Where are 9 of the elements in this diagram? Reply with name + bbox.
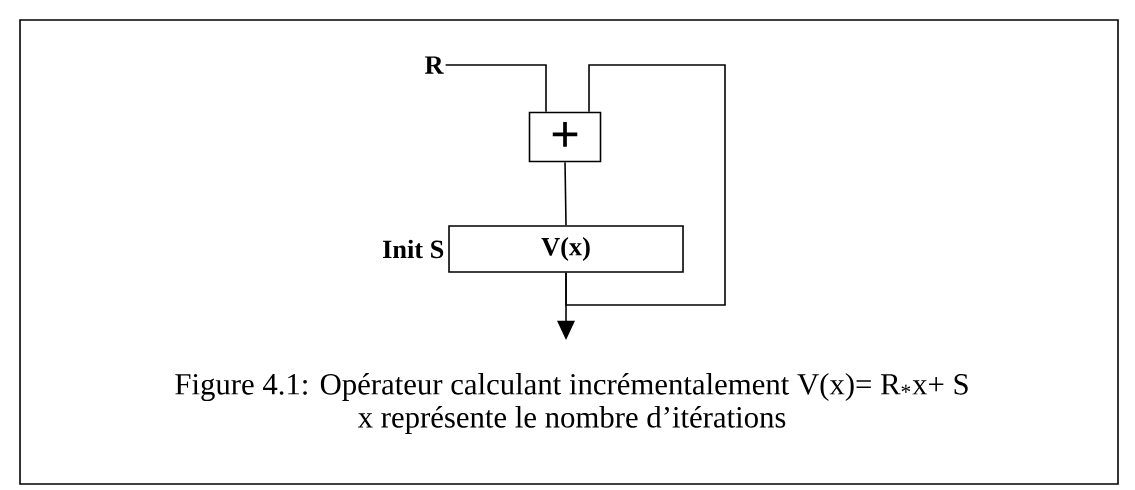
connector-line bbox=[444, 64, 547, 113]
block-box: V(x) bbox=[448, 225, 684, 273]
caption-line: x représente le nombre d’itérations bbox=[357, 406, 786, 434]
side-label: Init S bbox=[382, 239, 444, 259]
connector-line bbox=[564, 161, 567, 226]
connector-line bbox=[565, 64, 726, 306]
figure-caption: Figure 4.1: Opérateur calculant incrémentalement V(x)= R$_{*}$x+ S bbox=[175, 373, 968, 401]
adder-box: + bbox=[528, 111, 602, 163]
input-label: R bbox=[424, 56, 444, 74]
